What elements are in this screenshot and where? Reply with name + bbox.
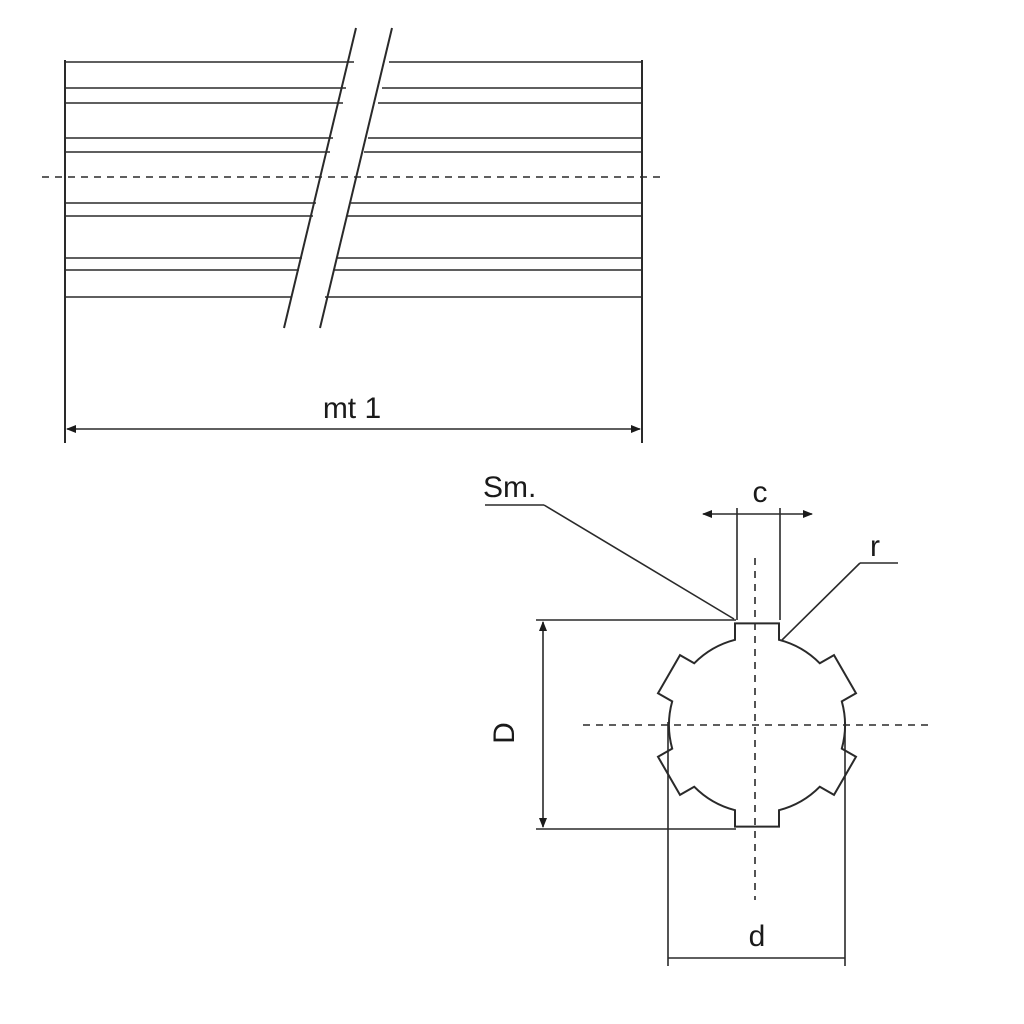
radius-label: r xyxy=(870,530,880,563)
width-label: c xyxy=(753,476,768,509)
shaft-left-segment xyxy=(64,60,354,443)
radius-leader xyxy=(781,562,861,641)
chamfer-label: Sm. xyxy=(483,471,536,504)
spline-profile xyxy=(656,622,858,828)
cross-section: c Sm. r D d xyxy=(483,471,934,966)
chamfer-leader xyxy=(543,504,735,620)
shaft-right-segment xyxy=(325,60,643,443)
inner-diameter-label: d xyxy=(749,920,766,953)
length-label: mt 1 xyxy=(323,392,381,425)
break-line-left xyxy=(283,27,357,329)
break-line-right xyxy=(319,27,393,329)
outer-diameter-label: D xyxy=(488,722,521,744)
side-view: mt 1 xyxy=(42,27,662,443)
